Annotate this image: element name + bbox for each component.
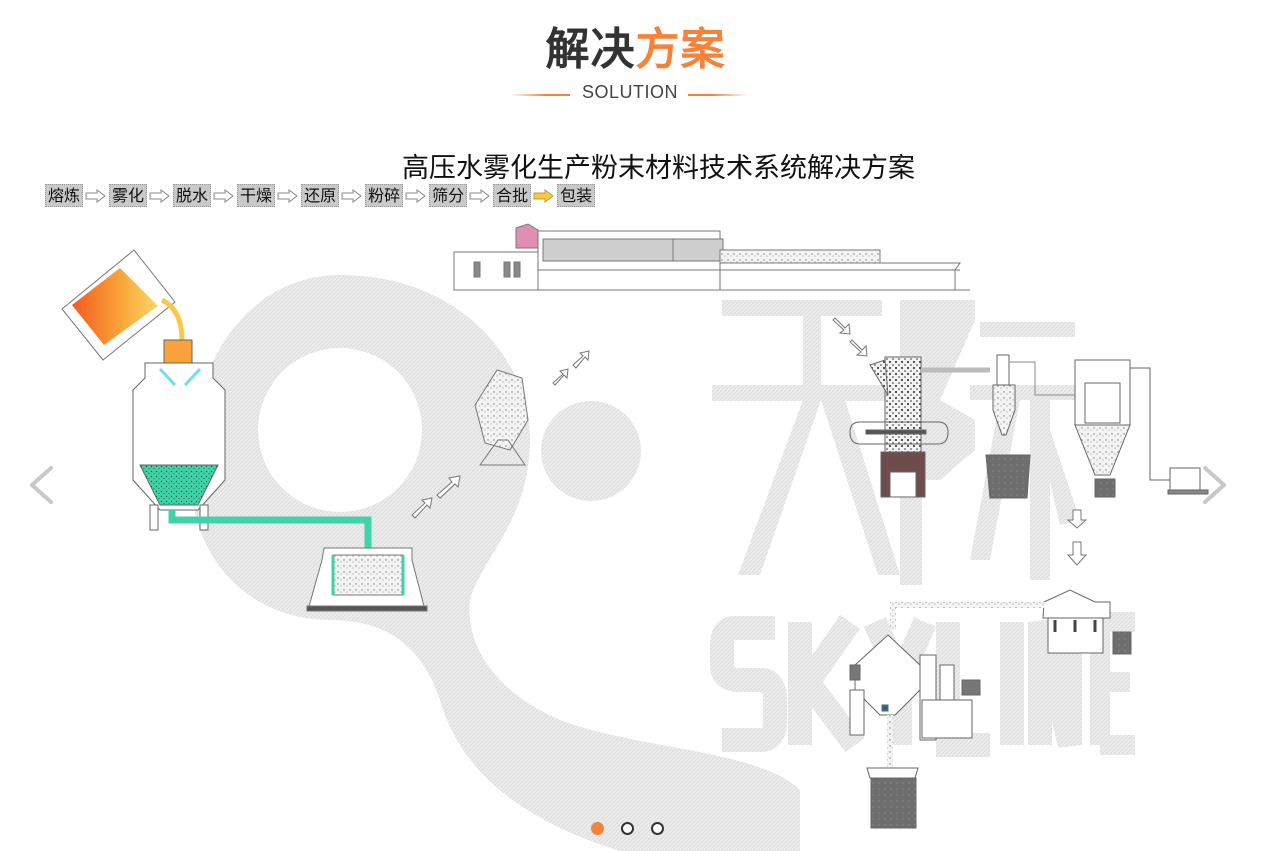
slurry-pipe: [168, 510, 372, 550]
pagination-dot-1[interactable]: [591, 822, 604, 835]
watermark-logo: [190, 275, 800, 851]
arrow-right-icon: [147, 185, 173, 206]
step-drying: 干燥: [237, 184, 276, 207]
arrow-right-highlight-icon: [531, 185, 557, 206]
step-crushing: 粉碎: [365, 184, 404, 207]
divider-left: [510, 94, 570, 96]
process-steps: 熔炼 雾化 脱水 干燥 还原 粉碎 筛分 合批 包装: [45, 184, 596, 207]
packaging-drum: [866, 767, 919, 829]
transfer-pipe: [890, 602, 1045, 630]
arrow-right-icon: [211, 185, 237, 206]
step-packaging: 包装: [557, 184, 596, 207]
arrow-right-icon: [339, 185, 365, 206]
pagination-dot-2[interactable]: [621, 822, 634, 835]
cyclone-collector: [985, 354, 1075, 499]
carousel-next-button[interactable]: [1195, 460, 1235, 510]
vibrating-sieve: [1042, 589, 1132, 655]
section-title: 解决方案: [0, 20, 1271, 80]
section-subtitle: SOLUTION: [582, 82, 679, 102]
factory-building: [453, 223, 970, 291]
watermark-cn-text: [712, 300, 1085, 585]
section-subtitle-row: SOLUTION: [0, 82, 1271, 106]
carousel-prev-button[interactable]: [24, 460, 64, 510]
carousel-slide: 高压水雾化生产粉末材料技术系统解决方案 熔炼 雾化 脱水 干燥 还原 粉碎 筛分…: [0, 120, 1271, 810]
reduction-furnace: [849, 356, 990, 498]
chevron-right-icon: [1203, 466, 1226, 504]
dewatering-tank: [306, 547, 428, 612]
step-blending: 合批: [493, 184, 532, 207]
pagination-dot-3[interactable]: [651, 822, 664, 835]
flow-arrows: [411, 317, 1088, 566]
step-atomizing: 雾化: [109, 184, 148, 207]
arrow-right-icon: [467, 185, 493, 206]
step-dewatering: 脱水: [173, 184, 212, 207]
blower: [1167, 467, 1209, 495]
section-title-accent: 方案: [635, 24, 726, 75]
section-title-dark: 解决: [545, 24, 636, 75]
arrow-right-icon: [275, 185, 301, 206]
melting-ladle: [61, 249, 185, 361]
arrow-right-icon: [403, 185, 429, 206]
step-reduction: 还原: [301, 184, 340, 207]
bag-filter: [1074, 359, 1170, 498]
dryer: [474, 369, 529, 466]
carousel-pagination: [0, 822, 1271, 838]
chevron-left-icon: [30, 466, 53, 504]
diagram-title: 高压水雾化生产粉末材料技术系统解决方案: [402, 153, 915, 184]
step-melting: 熔炼: [45, 184, 84, 207]
arrow-right-icon: [83, 185, 109, 206]
divider-right: [688, 94, 748, 96]
step-sieving: 筛分: [429, 184, 468, 207]
double-cone-mixer: [849, 634, 981, 741]
